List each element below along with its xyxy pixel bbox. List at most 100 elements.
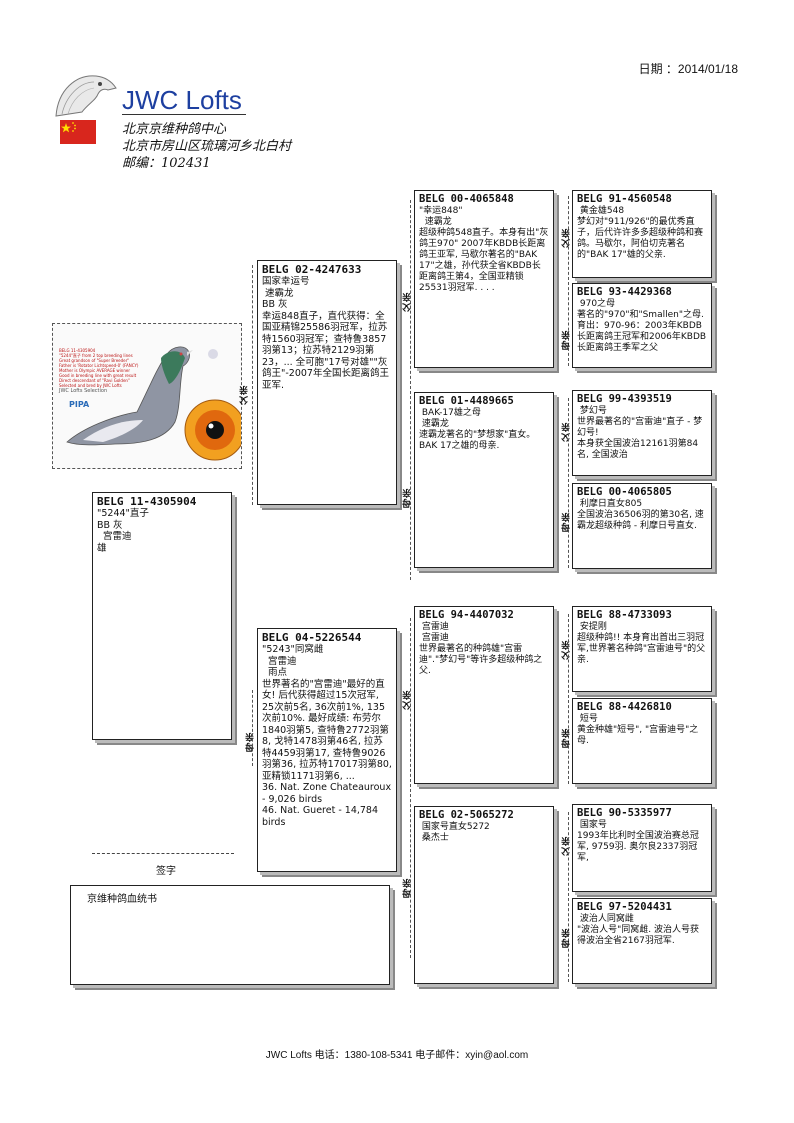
card-line: 著名的"970"和"Smallen"之母. 育出：970-96：2003年KBD… <box>577 310 707 354</box>
ring-number: BELG 00-4065848 <box>419 193 549 206</box>
card-line: 超级种鸽548直子。本身有出"灰鸽王970" 2007年KBDB长距离鸽王亚军,… <box>419 228 549 294</box>
great-grandparent-card: BELG 91-4560548 黄金雄548 梦幻对"911/926"的最优秀直… <box>572 190 712 278</box>
dam-label: 母亲 <box>401 488 414 508</box>
ring-number: BELG 88-4733093 <box>577 609 707 622</box>
card-line: 国家号直女5272 <box>419 822 549 833</box>
card-line: 雄 <box>97 543 227 555</box>
card-line: "5244"直子 <box>97 508 227 520</box>
card-line: 国家幸运号 <box>262 276 392 288</box>
card-line: 速霸龙 <box>262 288 392 300</box>
dam-label: 母亲 <box>401 878 414 898</box>
card-line: 梦幻对"911/926"的最优秀直子，后代许许多多超级种鸽和赛鸽。马歇尔，阿伯切… <box>577 217 707 261</box>
certificate-box: 京维种鸽血统书 <box>70 885 390 985</box>
great-grandparent-card: BELG 93-4429368 970之母 著名的"970"和"Smallen"… <box>572 283 712 368</box>
china-flag-icon <box>60 120 96 144</box>
connector-line <box>568 398 569 568</box>
sire-card: BELG 02-4247633 国家幸运号 速霸龙 BB 灰 幸运848直子，直… <box>257 260 397 505</box>
card-line: 970之母 <box>577 299 707 310</box>
ring-number: BELG 94-4407032 <box>419 609 549 622</box>
subject-card: BELG 11-4305904 "5244"直子 BB 灰 宫雷迪 雄 <box>92 492 232 740</box>
ring-number: BELG 11-4305904 <box>97 495 227 508</box>
ring-number: BELG 00-4065805 <box>577 486 707 499</box>
great-grandparent-card: BELG 99-4393519 梦幻号 世界最著名的"宫雷迪"直子 - 梦幻号!… <box>572 390 712 476</box>
brand-title: JWC Lofts <box>122 86 246 115</box>
address-block: 北京京维种鸽中心 北京市房山区琉璃河乡北白村 邮编：102431 <box>122 121 291 172</box>
dam-card: BELG 04-5226544 "5243"同窝雌 宫雷迪 雨点 世界著名的"宫… <box>257 628 397 872</box>
connector-line <box>568 812 569 982</box>
sire-label: 父亲 <box>401 292 414 312</box>
card-line: 本身获全国波治12161羽第84名, 全国波治 <box>577 439 707 461</box>
card-line: 国家号 <box>577 820 707 831</box>
ring-number: BELG 88-4426810 <box>577 701 707 714</box>
card-line: 世界最著名的"宫雷迪"直子 - 梦幻号! <box>577 417 707 439</box>
address-line: 北京市房山区琉璃河乡北白村 <box>122 138 291 155</box>
grandparent-card: BELG 01-4489665 BAK-17雄之母 速霸龙 速霸龙著名的"梦想家… <box>414 392 554 568</box>
address-line: 邮编：102431 <box>122 155 291 172</box>
date-label: 日期 ：2014/01/18 <box>639 60 738 77</box>
card-line: 波治人同窝雌 <box>577 914 707 925</box>
card-line: 全国波治36506羽的第30名, 速霸龙超级种鸽 - 利摩日号直女. <box>577 510 707 532</box>
card-line: 速霸龙著名的"梦想家"直女。 BAK 17之雄的母亲. <box>419 430 549 452</box>
card-line: 宫雷迪 <box>262 656 392 668</box>
ring-number: BELG 01-4489665 <box>419 395 549 408</box>
great-grandparent-card: BELG 88-4733093 安提刚 超级种鸽!! 本身育出首出三羽冠军,世界… <box>572 606 712 692</box>
card-line: 梦幻号 <box>577 406 707 417</box>
card-line: 宫雷迪 <box>97 531 227 543</box>
card-line: 宫雷迪 <box>419 622 549 633</box>
card-line: 1993年比利时全国波治赛总冠军, 9759羽. 奥尔良2337羽冠军, <box>577 831 707 864</box>
sire-label: 父亲 <box>401 690 414 710</box>
ring-number: BELG 02-4247633 <box>262 263 392 276</box>
dam-label: 母亲 <box>244 732 257 752</box>
card-line: 世界最著名的种鸽雄"宫雷迪"."梦幻号"等许多超级种鸽之父. <box>419 644 549 677</box>
card-line: BAK-17雄之母 <box>419 408 549 419</box>
certificate-title: 京维种鸽血统书 <box>87 894 157 905</box>
card-line: 速霸龙 <box>419 419 549 430</box>
great-grandparent-card: BELG 88-4426810 短号 黄金种雄"短号", "宫雷迪号"之母. <box>572 698 712 784</box>
ring-number: BELG 90-5335977 <box>577 807 707 820</box>
card-line: 超级种鸽!! 本身育出首出三羽冠军,世界著名种鸽"宫雷迪号"的父亲. <box>577 633 707 666</box>
sire-label: 父亲 <box>238 385 251 405</box>
card-line: BB 灰 <box>262 299 392 311</box>
connector-line <box>410 618 411 958</box>
ring-number: BELG 91-4560548 <box>577 193 707 206</box>
card-line: "波治人号"同窝雌. 波治人号获得波治全省2167羽冠军. <box>577 925 707 947</box>
card-line: 黄金雄548 <box>577 206 707 217</box>
great-grandparent-card: BELG 97-5204431 波治人同窝雌 "波治人号"同窝雌. 波治人号获得… <box>572 898 712 984</box>
card-line: 46. Nat. Gueret - 14,784 birds <box>262 805 392 828</box>
connector-line <box>410 200 411 580</box>
card-line: BB 灰 <box>97 520 227 532</box>
ring-number: BELG 02-5065272 <box>419 809 549 822</box>
ring-number: BELG 99-4393519 <box>577 393 707 406</box>
great-grandparent-card: BELG 00-4065805 利摩日直女805 全国波治36506羽的第30名… <box>572 483 712 569</box>
card-line: 宫雷迪 <box>419 633 549 644</box>
footer-contact: JWC Lofts 电话：1380-108-5341 电子邮件：xyin@aol… <box>0 1046 794 1061</box>
card-line: 安提刚 <box>577 622 707 633</box>
connector-line <box>568 614 569 784</box>
card-line: 短号 <box>577 714 707 725</box>
signature-label: 签字 <box>156 862 176 877</box>
card-line: "5243"同窝雌 <box>262 644 392 656</box>
connector-line <box>252 690 253 766</box>
address-line: 北京京维种鸽中心 <box>122 121 291 138</box>
card-line: 世界著名的"宫雷迪"最好的直女! 后代获得超过15次冠军, 25次前5名, 36… <box>262 679 392 783</box>
ring-number: BELG 04-5226544 <box>262 631 392 644</box>
ring-number: BELG 93-4429368 <box>577 286 707 299</box>
card-line: 速霸龙 <box>419 217 549 228</box>
grandparent-card: BELG 02-5065272 国家号直女5272 桑杰士 <box>414 806 554 984</box>
card-line: 雨点 <box>262 667 392 679</box>
great-grandparent-card: BELG 90-5335977 国家号 1993年比利时全国波治赛总冠军, 97… <box>572 804 712 892</box>
card-line: "幸运848" <box>419 206 549 217</box>
card-line: 幸运848直子，直代获得：全国亚精锦25586羽冠军，拉苏特1560羽冠军；查特… <box>262 311 392 392</box>
card-line: 黄金种雄"短号", "宫雷迪号"之母. <box>577 725 707 747</box>
card-line: 利摩日直女805 <box>577 499 707 510</box>
card-line: 36. Nat. Zone Chateauroux - 9,026 birds <box>262 782 392 805</box>
pigeon-image-icon <box>53 324 242 469</box>
pigeon-photo: BELG 11-4305904 "5244"直子 from 2 top bree… <box>52 323 242 469</box>
grandparent-card: BELG 94-4407032 宫雷迪 宫雷迪 世界最著名的种鸽雄"宫雷迪"."… <box>414 606 554 784</box>
connector-line <box>252 265 253 505</box>
signature-line <box>92 853 234 854</box>
grandparent-card: BELG 00-4065848 "幸运848" 速霸龙 超级种鸽548直子。本身… <box>414 190 554 368</box>
pigeon-head-logo-icon <box>52 68 120 120</box>
ring-number: BELG 97-5204431 <box>577 901 707 914</box>
card-line: 桑杰士 <box>419 833 549 844</box>
